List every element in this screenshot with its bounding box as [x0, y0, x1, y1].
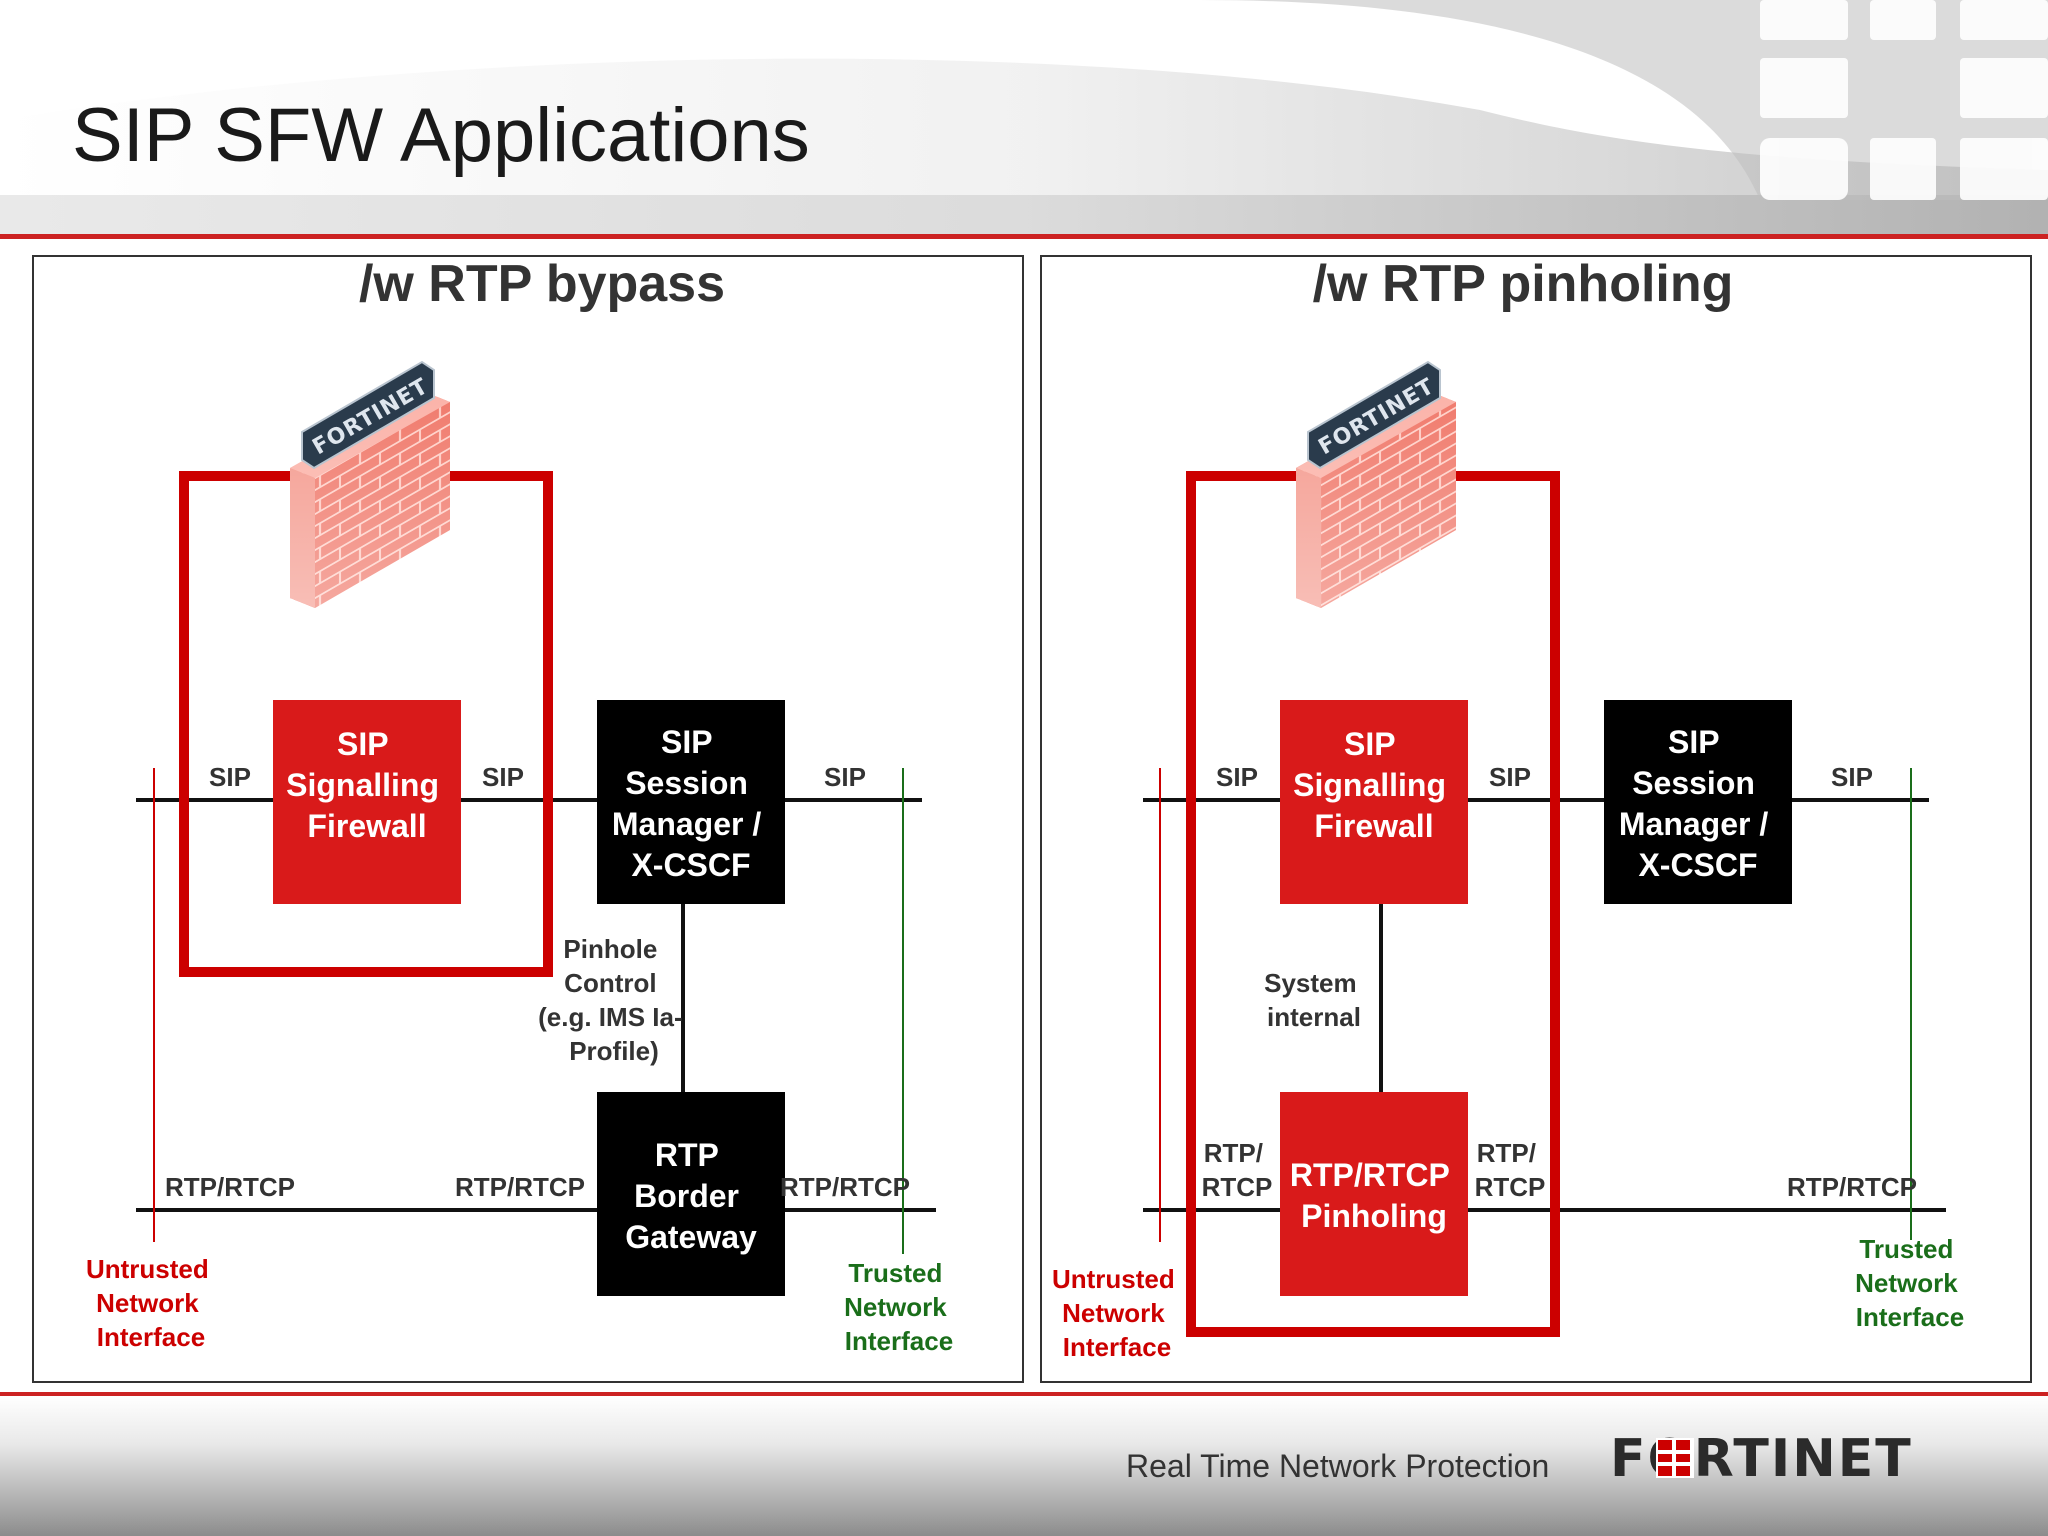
left-panel-title: /w RTP bypass	[359, 255, 725, 313]
left-session-manager-box	[597, 700, 785, 904]
right-session-manager-label: SIP Session Manager / X-CSCF	[1619, 724, 1777, 883]
fortinet-logo-mark	[1656, 1438, 1694, 1478]
right-pinholing-label: RTP/RTCP Pinholing	[1290, 1157, 1458, 1234]
right-rtp-label-left: RTP/ RTCP	[1202, 1138, 1273, 1202]
slide-title: SIP SFW Applications	[72, 93, 810, 178]
header-background	[0, 0, 2048, 240]
right-panel-title: /w RTP pinholing	[1313, 255, 1734, 313]
left-sfw-box	[273, 700, 461, 904]
left-sip-label-2: SIP	[482, 762, 524, 792]
left-trusted-label: Trusted Network Interface	[844, 1258, 954, 1356]
right-rtp-label-right: RTP/RTCP	[1787, 1172, 1917, 1202]
left-firewall-icon: FORTINET	[290, 360, 450, 608]
right-trusted-label: Trusted Network Interface	[1855, 1234, 1965, 1332]
footer-tagline: Real Time Network Protection	[1126, 1448, 1550, 1484]
right-panel: /w RTP pinholing FORTINET SIP Signalling…	[1040, 255, 2032, 1383]
right-sfw-box-label: SIP Signalling Firewall	[1293, 726, 1455, 844]
left-panel: /w RTP bypass FORTINET SIP Signalling Fi…	[32, 255, 1024, 1383]
left-sip-label-1: SIP	[209, 762, 251, 792]
left-panel-frame	[32, 255, 1024, 1383]
left-pinhole-control-label: Pinhole Control (e.g. IMS Ia- Profile)	[538, 934, 690, 1066]
footer-background	[0, 1392, 2048, 1536]
right-untrusted-label: Untrusted Network Interface	[1052, 1264, 1182, 1362]
right-pinholing-box	[1280, 1092, 1468, 1296]
left-rtp-label-1: RTP/RTCP	[165, 1172, 295, 1202]
right-sip-label-3: SIP	[1831, 762, 1873, 792]
left-session-manager-label: SIP Session Manager / X-CSCF	[612, 724, 770, 883]
right-system-internal-label: System internal	[1264, 968, 1364, 1032]
right-firewall-icon: FORTINET	[1296, 360, 1456, 608]
left-rtp-label-2: RTP/RTCP	[455, 1172, 585, 1202]
left-untrusted-label: Untrusted Network Interface	[86, 1254, 216, 1352]
right-rtp-label-mid: RTP/ RTCP	[1475, 1138, 1546, 1202]
right-sip-label-2: SIP	[1489, 762, 1531, 792]
left-sip-label-3: SIP	[824, 762, 866, 792]
right-sfw-box	[1280, 700, 1468, 904]
left-rtp-border-gateway-box	[597, 1092, 785, 1296]
left-rtp-label-3: RTP/RTCP	[780, 1172, 910, 1202]
right-session-manager-box	[1604, 700, 1792, 904]
right-panel-frame	[1040, 255, 2032, 1383]
fortinet-logo: FORTINET	[1610, 1432, 1911, 1482]
left-rtp-border-gateway-label: RTP Border Gateway	[625, 1137, 757, 1255]
right-sip-label-1: SIP	[1216, 762, 1258, 792]
left-sfw-box-label: SIP Signalling Firewall	[286, 726, 448, 844]
